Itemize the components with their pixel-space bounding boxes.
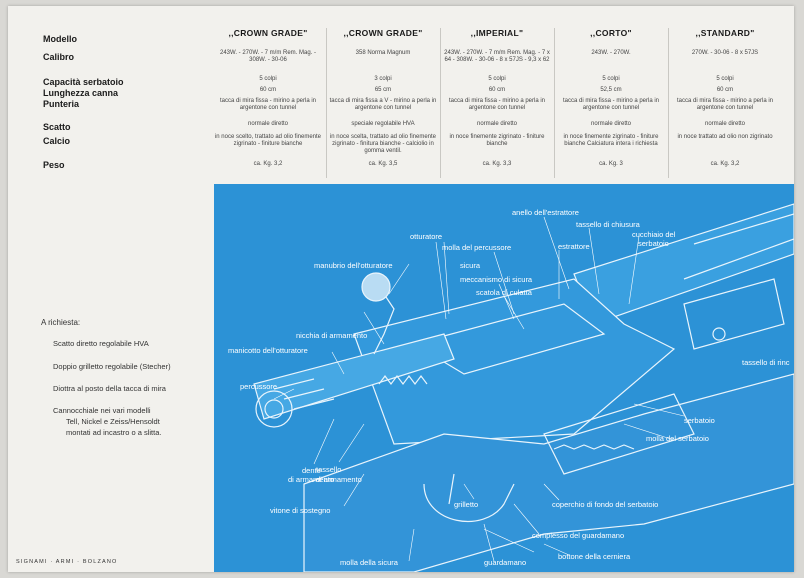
model-name: ,,CROWN GRADE" xyxy=(343,28,423,38)
model-scatto: normale diretto xyxy=(476,121,518,127)
model-lunghezza: 60 cm xyxy=(716,87,734,93)
row-label-calcio: Calcio xyxy=(43,136,71,146)
label-tassello: tassello xyxy=(316,465,342,474)
column-divider xyxy=(440,28,441,178)
label-molla-percussore: molla del percussore xyxy=(442,243,512,252)
option-item: Scatto diretto regolabile HVA xyxy=(53,339,149,348)
model-capacita: 5 colpi xyxy=(488,76,506,82)
label-percussore: percussore xyxy=(240,382,278,391)
model-column-crown-grade-1: ,,CROWN GRADE" 243W. - 270W. - 7 m/m Rem… xyxy=(213,28,323,167)
model-calcio: in noce scelta, trattato ad olio finemen… xyxy=(329,134,437,154)
option-item: Tell, Nickel e Zeiss/Hensoldt xyxy=(66,417,160,426)
column-divider xyxy=(326,28,327,178)
model-name: ,,IMPERIAL" xyxy=(470,28,524,38)
model-column-standard: ,,STANDARD" 270W. - 30-06 - 8 x 57JS 5 c… xyxy=(670,28,780,167)
rifle-action-diagram: anello dell'estrattore tassello di chius… xyxy=(214,184,794,572)
label-dente: dente xyxy=(302,466,321,475)
publisher-footer: SIGNAMI · ARMI · BOLZANO xyxy=(16,559,118,565)
model-capacita: 5 colpi xyxy=(259,76,277,82)
label-otturatore: otturatore xyxy=(410,232,443,241)
model-scatto: normale diretto xyxy=(704,121,746,127)
label-dente-armamento: di armamento xyxy=(288,475,334,484)
model-calcio: in noce finemente zigrinato - finiture b… xyxy=(563,134,659,147)
model-peso: ca. Kg. 3,5 xyxy=(368,161,398,167)
column-divider xyxy=(554,28,555,178)
model-capacita: 3 colpi xyxy=(374,76,392,82)
label-grilletto: grilletto xyxy=(454,500,479,509)
model-calcio: in noce trattato ad olio non zigrinato xyxy=(677,134,773,140)
model-punteria: tacca di mira fissa - mirino a perla in … xyxy=(219,98,317,111)
label-molla-serbatoio: molla del serbatoio xyxy=(646,434,709,443)
row-label-lunghezza: Lunghezza canna xyxy=(43,88,119,98)
row-label-scatto: Scatto xyxy=(43,122,71,132)
model-name: ,,CROWN GRADE" xyxy=(228,28,308,38)
model-column-corto: ,,CORTO" 243W. - 270W. 5 colpi 52,5 cm t… xyxy=(556,28,666,167)
options-title: A richiesta: xyxy=(41,318,81,327)
rifle-cutaway-drawing xyxy=(253,203,794,572)
label-meccanismo-sicura: meccanismo di sicura xyxy=(460,275,533,284)
model-lunghezza: 60 cm xyxy=(259,87,277,93)
label-tassello-chiusura: tassello di chiusura xyxy=(576,220,640,229)
label-bottone-cerniera: bottone della cerniera xyxy=(558,552,631,561)
model-column-crown-grade-2: ,,CROWN GRADE" 358 Norma Magnum 3 colpi … xyxy=(328,28,438,167)
label-vitone-sostegno: vitone di sostegno xyxy=(270,506,331,515)
label-scatola-culatta: scatola di culatta xyxy=(476,288,532,297)
label-complesso-guardamano: complesso del guardamano xyxy=(532,531,625,540)
model-scatto: speciale regolabile HVA xyxy=(351,121,415,127)
option-item: Cannocchiale nei vari modelli xyxy=(53,406,151,415)
model-lunghezza: 65 cm xyxy=(374,87,392,93)
label-molla-sicura: molla della sicura xyxy=(340,558,398,567)
label-guardamano: guardamano xyxy=(484,558,527,567)
model-punteria: tacca di mira fissa - mirino a perla in … xyxy=(448,98,546,111)
row-label-modello: Modello xyxy=(43,34,77,44)
label-manubrio: manubrio dell'otturatore xyxy=(314,261,393,270)
label-tassello-armamento: di armamento xyxy=(316,475,362,484)
model-punteria: tacca di mira fissa a V - mirino a perla… xyxy=(329,98,437,111)
label-serbatoio-top: serbatoio xyxy=(638,239,669,248)
label-coperchio: coperchio di fondo del serbatoio xyxy=(552,500,659,509)
label-estrattore: estrattore xyxy=(558,242,590,251)
model-name: ,,STANDARD" xyxy=(695,28,755,38)
model-lunghezza: 52,5 cm xyxy=(600,87,622,93)
model-lunghezza: 60 cm xyxy=(488,87,506,93)
model-calibro: 270W. - 30-06 - 8 x 57JS xyxy=(691,50,759,56)
option-item: Diottra al posto della tacca di mira xyxy=(53,384,166,393)
model-capacita: 5 colpi xyxy=(602,76,620,82)
row-label-peso: Peso xyxy=(43,160,65,170)
model-calibro: 358 Norma Magnum xyxy=(355,50,411,56)
option-item: montati ad incastro o a slitta. xyxy=(66,428,162,437)
label-serbatoio: serbatoio xyxy=(684,416,715,425)
model-peso: ca. Kg. 3,2 xyxy=(253,161,283,167)
row-label-calibro: Calibro xyxy=(43,52,75,62)
model-calcio: in noce scelto, trattato ad olio finemen… xyxy=(214,134,322,147)
option-item: Doppio grilletto regolabile (Stecher) xyxy=(53,362,171,371)
model-name: ,,CORTO" xyxy=(590,28,632,38)
model-scatto: normale diretto xyxy=(247,121,289,127)
label-cucchiaio: cucchiaio del xyxy=(632,230,676,239)
model-calibro: 243W. - 270W. xyxy=(591,50,631,56)
label-manicotto-otturatore: manicotto dell'otturatore xyxy=(228,346,308,355)
model-punteria: tacca di mira fissa - mirino a perla in … xyxy=(676,98,774,111)
model-peso: ca. Kg. 3 xyxy=(599,161,623,167)
label-anello-estrattore: anello dell'estrattore xyxy=(512,208,579,217)
label-sicura: sicura xyxy=(460,261,481,270)
model-column-imperial: ,,IMPERIAL" 243W. - 270W. - 7 m/m Rem. M… xyxy=(442,28,552,167)
catalog-page: Modello Calibro Capacità serbatoio Lungh… xyxy=(8,6,794,572)
row-label-capacita: Capacità serbatoio xyxy=(43,77,124,87)
column-divider xyxy=(668,28,669,178)
model-peso: ca. Kg. 3,2 xyxy=(710,161,740,167)
label-tassello-rinc: tassello di rinc xyxy=(742,358,790,367)
row-label-punteria: Punteria xyxy=(43,99,80,109)
model-calibro: 243W. - 270W. - 7 m/m Rem. Mag. - 308W. … xyxy=(219,50,317,63)
model-calibro: 243W. - 270W. - 7 m/m Rem. Mag. - 7 x 64… xyxy=(444,50,550,63)
model-peso: ca. Kg. 3,3 xyxy=(482,161,512,167)
model-capacita: 5 colpi xyxy=(716,76,734,82)
label-nicchia-armamento: nicchia di armamento xyxy=(296,331,368,340)
model-calcio: in noce finemente zigrinato - finiture b… xyxy=(449,134,545,147)
model-punteria: tacca di mira fissa - mirino a perla in … xyxy=(562,98,660,111)
model-scatto: normale diretto xyxy=(590,121,632,127)
